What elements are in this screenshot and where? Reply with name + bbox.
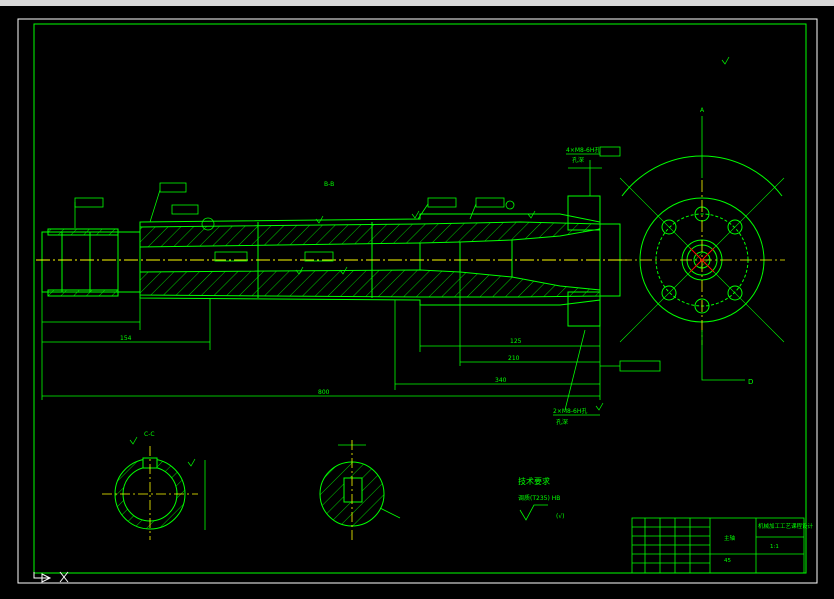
svg-text:4×M8-6H孔: 4×M8-6H孔	[566, 146, 600, 154]
section-bb-label: B-B	[324, 181, 334, 188]
svg-text:调质(T235) HB: 调质(T235) HB	[518, 494, 560, 502]
gdt-frames	[74, 146, 661, 372]
ucs-arrow-icon	[33, 571, 69, 583]
svg-text:1:1: 1:1	[770, 544, 779, 550]
svg-text:800: 800	[318, 389, 330, 396]
red-marks	[689, 247, 715, 273]
svg-text:2×M8-6H孔: 2×M8-6H孔	[553, 407, 587, 415]
view-d-label: D	[748, 378, 753, 386]
roughness-marks	[129, 56, 730, 467]
roughness-symbol-icon	[519, 504, 548, 521]
svg-text:孔深: 孔深	[572, 156, 584, 164]
view-a-label: A	[700, 107, 705, 114]
shaft-main-view	[41, 195, 621, 327]
bottom-strip	[0, 592, 834, 599]
drawing-frame	[17, 18, 818, 584]
section-keyway-view	[319, 440, 401, 540]
svg-text:孔深: 孔深	[556, 418, 568, 426]
svg-text:机械加工工艺课程设计: 机械加工工艺课程设计	[758, 522, 814, 530]
tech-requirements: 技术要求 调质(T235) HB (√)	[518, 476, 565, 520]
svg-text:45: 45	[724, 558, 731, 564]
svg-text:(√): (√)	[556, 513, 565, 520]
svg-text:主轴: 主轴	[724, 534, 736, 542]
svg-text:125: 125	[510, 338, 522, 345]
shaft-lower-wall	[139, 269, 601, 298]
dimension-texts: 800 154 340 210 125	[120, 335, 522, 396]
datum-circle-icon	[201, 217, 215, 231]
window-top-strip	[0, 0, 834, 6]
svg-text:154: 154	[120, 335, 132, 342]
datum-circle-icon	[505, 200, 515, 210]
title-block	[631, 517, 805, 574]
hole-notes: 4×M8-6H孔 孔深 2×M8-6H孔 孔深	[553, 146, 600, 426]
svg-text:340: 340	[495, 377, 507, 384]
svg-text:技术要求: 技术要求	[518, 476, 550, 486]
section-cc-view	[102, 446, 206, 540]
title-block-texts: 主轴 机械加工工艺课程设计 1:1 45	[724, 522, 814, 564]
section-cc-label: C-C	[144, 431, 155, 438]
svg-text:210: 210	[508, 355, 520, 362]
shaft-upper-wall	[139, 221, 601, 248]
view-d-arrow	[701, 330, 745, 381]
